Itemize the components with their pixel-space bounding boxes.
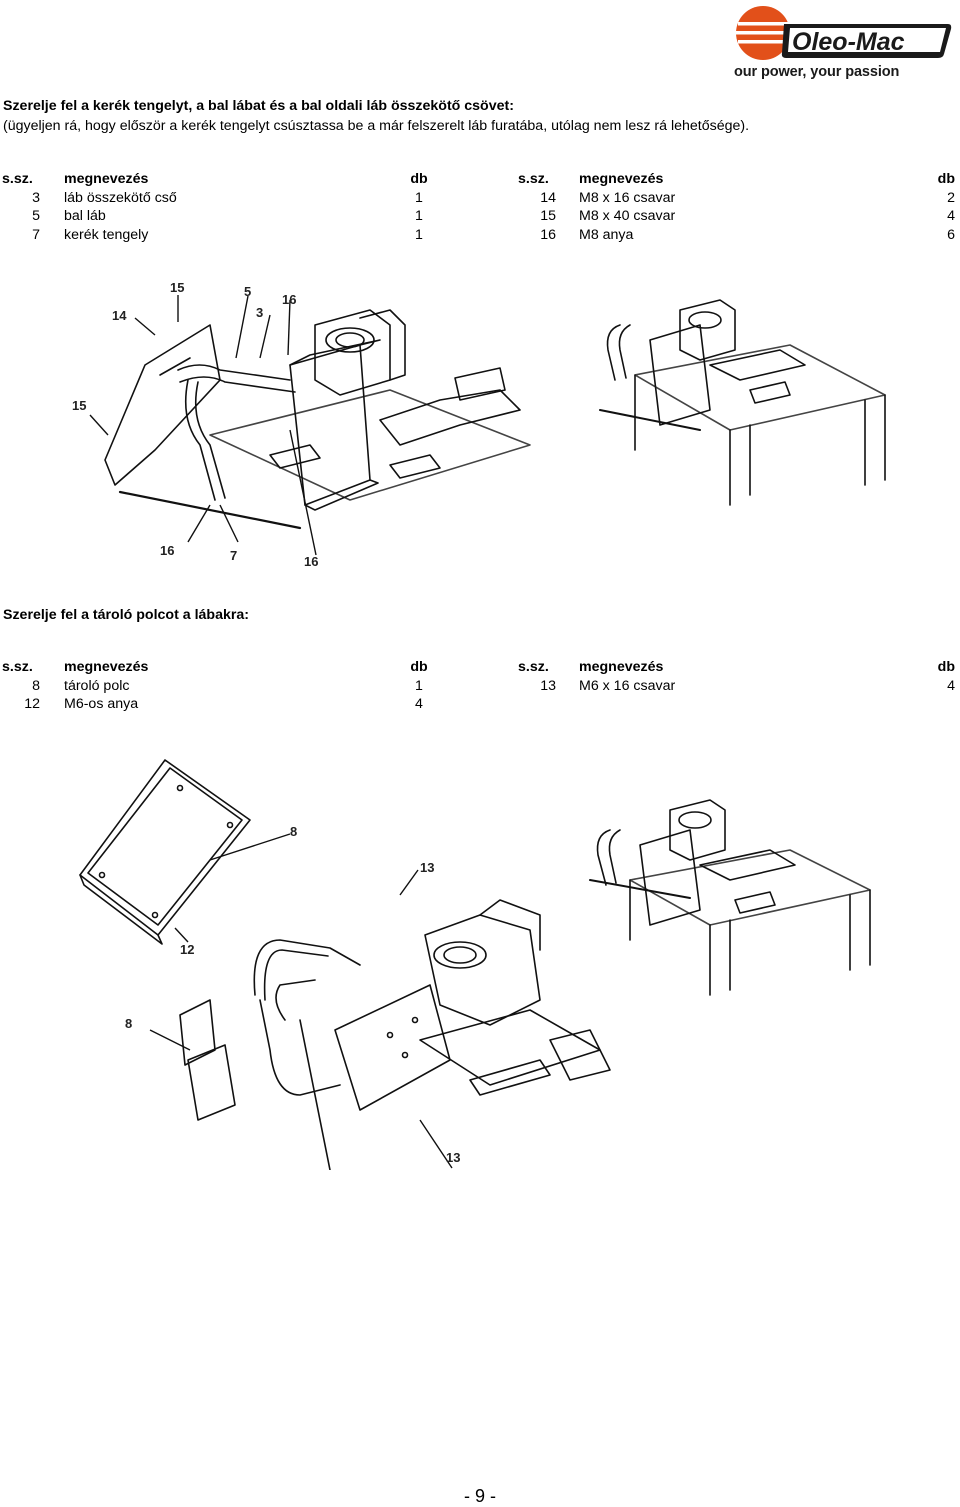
callout-label: 15 [72,398,86,413]
callout-label: 15 [170,280,184,295]
col-num-header: s.sz. [2,171,33,187]
table-row: 3 láb összekötő cső 1 14 M8 x 16 csavar … [0,190,960,209]
table-row: 7 kerék tengely 1 16 M8 anya 6 [0,227,960,246]
col-num-header: s.sz. [518,171,549,187]
part-name: M8 x 16 csavar [579,189,676,206]
logo-tagline: our power, your passion [734,64,900,80]
part-name: M6-os anya [64,696,139,712]
part-number: 12 [24,696,40,712]
shelf-assembly-diagram-icon: 8 12 13 8 13 [79,759,871,1170]
part-name: kerék tengely [64,226,149,243]
page-number: - 9 - [463,1486,496,1506]
table-row: 8 tároló polc 1 13 M6 x 16 csavar 4 [0,678,960,697]
part-name: M8 x 40 csavar [579,208,676,224]
part-number: 3 [32,189,40,206]
callout-label: 7 [230,548,237,563]
part-qty: 4 [415,696,423,712]
callout-label: 12 [180,942,194,957]
part-name: láb összekötő cső [64,189,177,206]
parts-table-header: s.sz. megnevezés db s.sz. megnevezés db [0,171,960,190]
part-number: 8 [32,677,40,694]
col-num-header: s.sz. [518,659,549,675]
leg-assembly-diagram-icon: 15 5 16 14 3 15 16 7 16 [72,280,886,569]
section1-note: (ügyeljen rá, hogy először a kerék tenge… [3,118,750,134]
callout-label: 3 [256,305,263,320]
part-number: 14 [540,189,556,206]
assembly-figure-shelf: 8 12 13 8 13 [70,750,900,1170]
part-number: 16 [540,226,556,243]
parts-table-header: s.sz. megnevezés db s.sz. megnevezés db [0,659,960,678]
section1-title: Szerelje fel a kerék tengelyt, a bal láb… [3,98,514,114]
brand-logo: Oleo-Mac our power, your passion [732,4,954,82]
section2-title: Szerelje fel a tároló polcot a lábakra: [3,607,250,623]
col-qty-header: db [410,171,428,187]
parts-table-2: s.sz. megnevezés db s.sz. megnevezés db … [0,659,960,715]
part-qty: 6 [947,226,955,243]
callout-label: 8 [125,1016,132,1031]
callout-label: 16 [304,554,318,569]
col-name-header: megnevezés [64,171,149,187]
part-qty: 1 [415,677,423,694]
col-qty-header: db [410,659,428,675]
callout-label: 8 [290,824,297,839]
callout-label: 14 [112,308,127,323]
assembly-figure-legs: 15 5 16 14 3 15 16 7 16 [60,270,940,580]
part-number: 5 [32,208,40,224]
logo-wordmark: Oleo-Mac [792,28,905,56]
part-name: M6 x 16 csavar [579,677,676,694]
part-qty: 4 [947,677,955,694]
part-number: 7 [32,226,40,243]
col-name-header: megnevezés [579,171,664,187]
part-number: 13 [540,677,556,694]
col-name-header: megnevezés [579,659,664,675]
part-name: tároló polc [64,677,130,694]
table-row: 12 M6-os anya 4 [0,696,960,715]
callout-label: 13 [446,1150,460,1165]
callout-label: 16 [160,543,174,558]
oleo-mac-logo-icon: Oleo-Mac [736,6,952,60]
parts-table-1: s.sz. megnevezés db s.sz. megnevezés db … [0,171,960,245]
table-row: 5 bal láb 1 15 M8 x 40 csavar 4 [0,208,960,227]
col-num-header: s.sz. [2,659,33,675]
part-qty: 1 [415,226,423,243]
callout-label: 5 [244,284,251,299]
callout-label: 16 [282,292,296,307]
callout-label: 13 [420,860,434,875]
part-qty: 2 [947,189,955,206]
part-number: 15 [540,208,556,224]
col-qty-header: db [937,171,955,187]
col-qty-header: db [937,659,955,675]
part-qty: 4 [947,208,955,224]
part-name: bal láb [64,208,106,224]
part-name: M8 anya [579,226,634,243]
part-qty: 1 [415,189,423,206]
col-name-header: megnevezés [64,659,149,675]
part-qty: 1 [415,208,423,224]
